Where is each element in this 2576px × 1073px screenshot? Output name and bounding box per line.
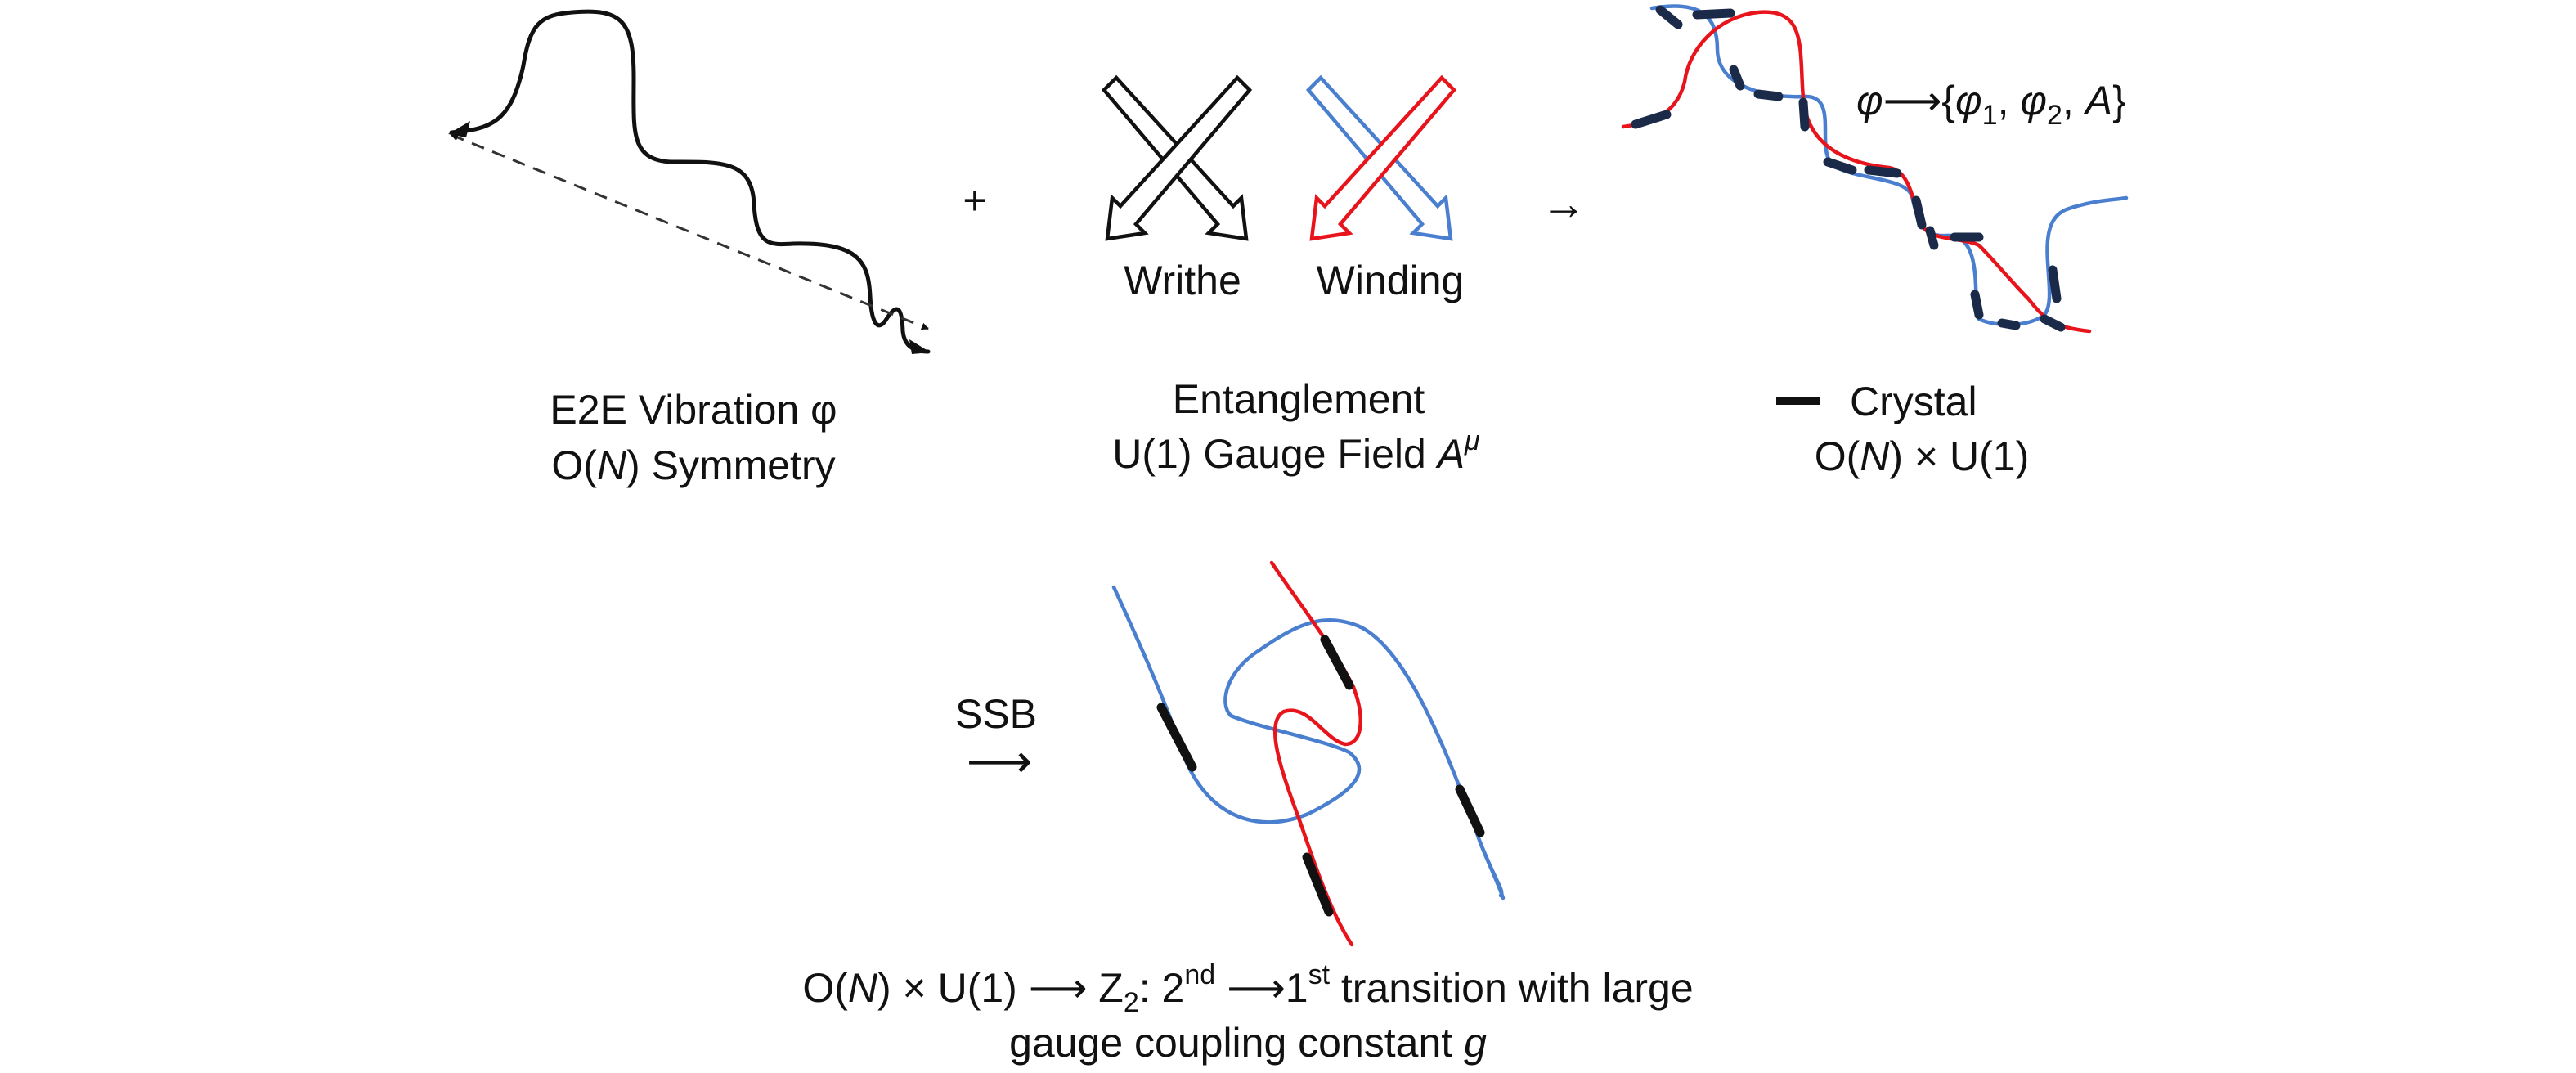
ssb-arrow: ⟶ <box>967 735 1032 787</box>
transition-caption-line2: gauge coupling constant g <box>1009 1020 1487 1066</box>
blue-knot-strand <box>1111 585 1504 898</box>
crystal-symmetry: O(N) × U(1) <box>1815 433 2030 479</box>
ssb-label: SSB <box>955 691 1037 737</box>
crystal-segments <box>1631 5 2066 332</box>
winding-crossing-icon <box>1305 74 1457 241</box>
red-chain <box>1621 10 2092 334</box>
ssb-operator: SSB ⟶ <box>955 691 1037 787</box>
writhe-crossing-icon <box>1101 74 1253 241</box>
crystal-panel: φ⟶{φ1, φ2, A} Crystal O(N) × U(1) <box>1621 4 2129 479</box>
plus-operator: + <box>963 177 986 223</box>
arrow-operator: → <box>1541 177 1586 229</box>
crystal-legend-label: Crystal <box>1850 379 1977 424</box>
chain-wiggle <box>449 9 931 354</box>
transition-caption-line1: O(N) × U(1) ⟶ Z2: 2nd ⟶1st transition wi… <box>802 959 1693 1018</box>
e2e-panel: E2E Vibration φ O(N) Symmetry <box>448 9 931 488</box>
ssb-crystal-segments <box>1156 635 1485 917</box>
e2e-symmetry: O(N) Symmetry <box>551 442 835 488</box>
chain-tail-arrow <box>448 121 470 137</box>
winding-label: Winding <box>1317 258 1465 303</box>
e2e-title: E2E Vibration φ <box>550 387 837 433</box>
entanglement-panel: Writhe Winding Entanglement U(1) Gauge F… <box>1101 74 1480 477</box>
entanglement-title: Entanglement <box>1173 376 1425 422</box>
end-to-end-vector <box>451 133 929 330</box>
writhe-label: Writhe <box>1124 258 1241 303</box>
gauge-field-label: U(1) Gauge Field Aμ <box>1112 425 1480 477</box>
ssb-knot-diagram <box>1111 560 1506 947</box>
chain-head-arrow <box>909 339 931 354</box>
field-decomposition: φ⟶{φ1, φ2, A} <box>1856 78 2126 131</box>
